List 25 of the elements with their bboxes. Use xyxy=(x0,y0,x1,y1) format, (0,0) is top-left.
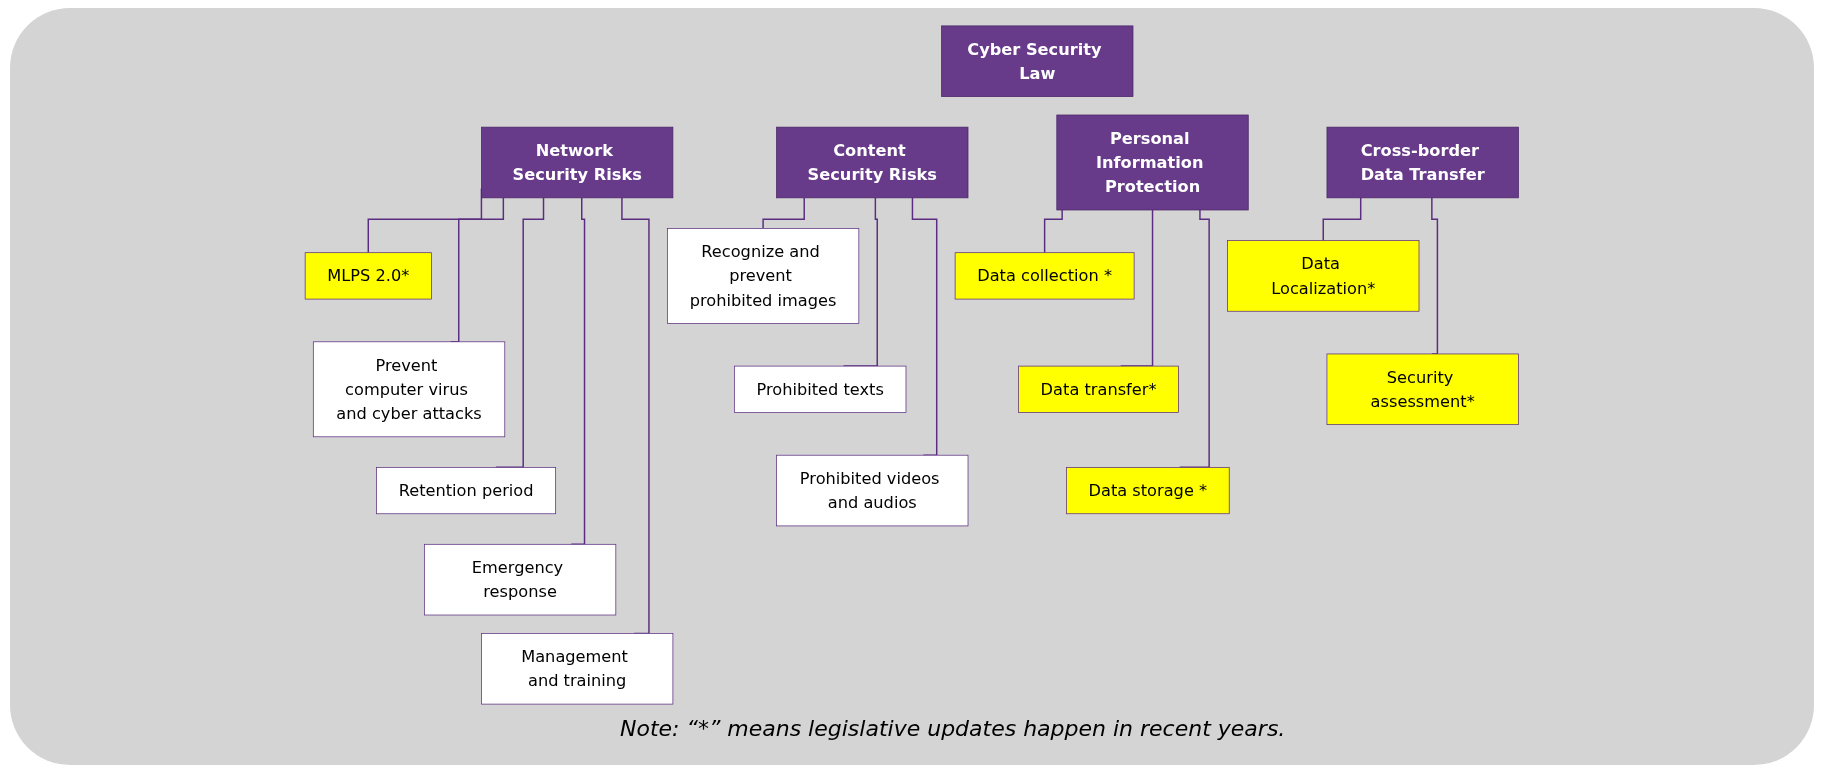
note-text: Note: “*” means legislative updates happen in recent years. xyxy=(620,716,1286,741)
node-box: MLPS 2.0* xyxy=(305,252,432,300)
connector xyxy=(911,197,938,456)
node-box: Content Security Risks xyxy=(776,126,969,199)
connector xyxy=(1431,197,1439,355)
node-box: Data storage * xyxy=(1066,467,1230,515)
node-box: Recognize and prevent prohibited images xyxy=(667,228,860,324)
node-box: Retention period xyxy=(376,467,557,515)
node-box: Data collection * xyxy=(954,252,1135,300)
node-box: Personal Information Protection xyxy=(1056,114,1249,211)
node-box: Data Localization* xyxy=(1227,240,1420,312)
node-box: Security assessment* xyxy=(1326,353,1519,425)
connector xyxy=(1044,209,1064,254)
node-box: Network Security Risks xyxy=(481,126,674,199)
connector xyxy=(1322,197,1362,242)
node-box: Prohibited videos and audios xyxy=(776,454,969,527)
node-box: Cross-border Data Transfer xyxy=(1326,126,1519,199)
node-box: Emergency response xyxy=(424,543,617,616)
node-box: Cyber Security Law xyxy=(941,25,1134,97)
connector xyxy=(762,197,806,230)
node-box: Prohibited texts xyxy=(734,365,907,413)
node-box: Prevent computer virus and cyber attacks xyxy=(313,341,506,438)
node-box: Data transfer* xyxy=(1018,365,1180,413)
connector xyxy=(621,197,650,635)
node-box: Management and training xyxy=(481,633,674,705)
